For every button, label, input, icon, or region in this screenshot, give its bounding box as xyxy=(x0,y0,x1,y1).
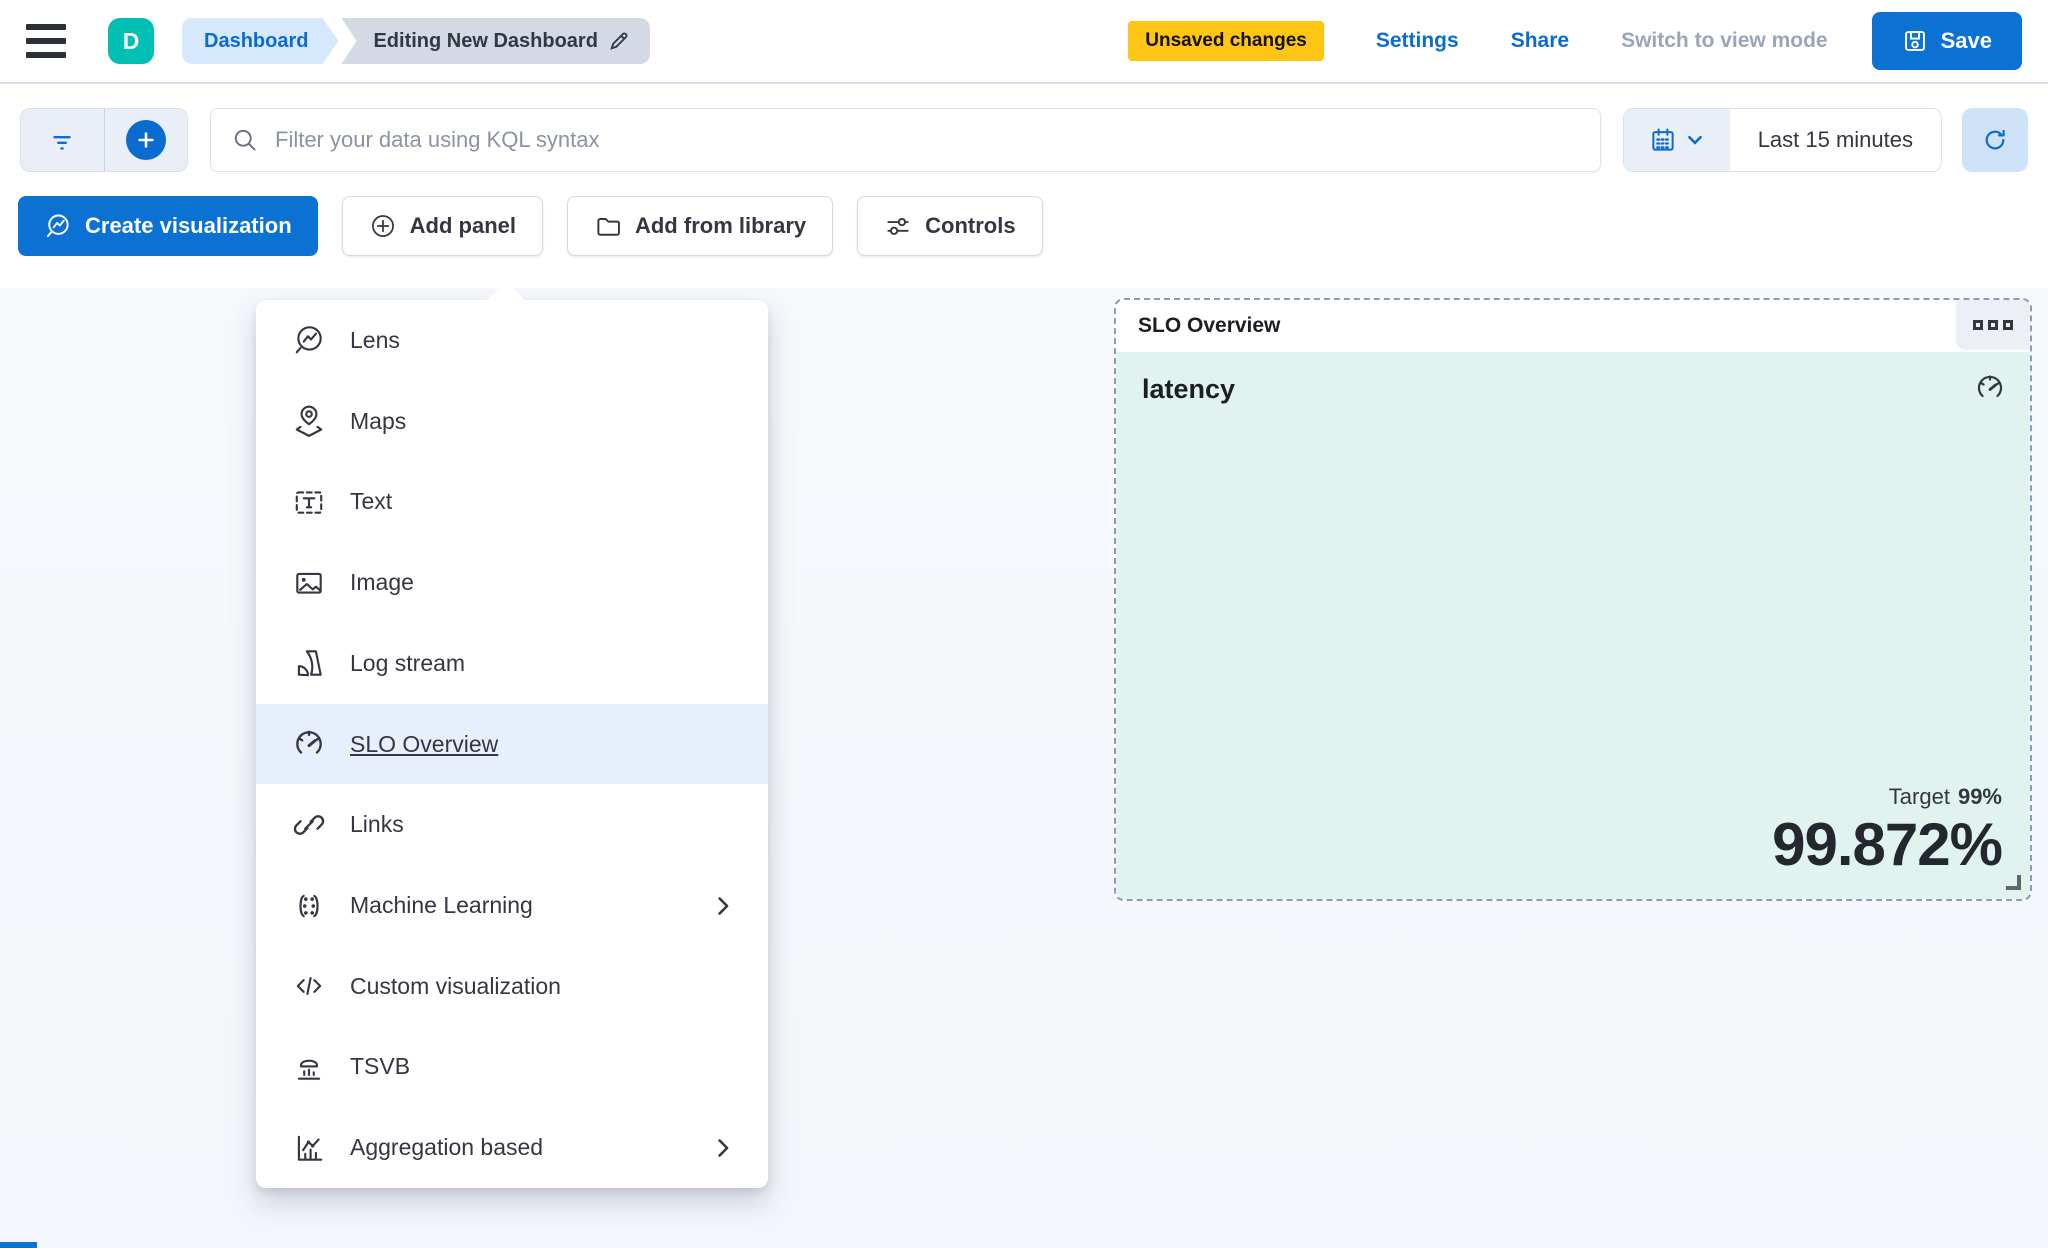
switch-to-view-mode-button[interactable]: Switch to view mode xyxy=(1621,29,1828,52)
menu-item-slo-overview[interactable]: SLO Overview xyxy=(256,703,768,785)
log-stream-icon xyxy=(292,646,326,680)
submenu-chevron-right-icon xyxy=(712,1137,734,1159)
folder-icon xyxy=(597,218,620,236)
menu-item-log-stream[interactable]: Log stream xyxy=(256,623,768,704)
create-visualization-button[interactable]: Create visualization xyxy=(18,196,318,256)
menu-item-lens[interactable]: Lens xyxy=(256,300,768,381)
settings-button[interactable]: Settings xyxy=(1375,29,1459,52)
menu-item-tsvb[interactable]: TSVB xyxy=(256,1027,768,1108)
search-icon xyxy=(234,129,256,151)
add-filter-button[interactable] xyxy=(103,109,188,171)
menu-hamburger-button[interactable] xyxy=(26,19,72,63)
aggregation-icon xyxy=(292,1131,326,1165)
controls-sliders-icon xyxy=(887,217,909,235)
menu-item-machine-learning[interactable]: Machine Learning xyxy=(256,865,768,946)
top-navigation-bar: D Dashboard Editing New Dashboard Unsave… xyxy=(0,0,2048,84)
menu-item-aggregation-based[interactable]: Aggregation based xyxy=(256,1107,768,1188)
save-button[interactable]: Save xyxy=(1871,12,2022,70)
save-icon xyxy=(1904,31,1925,51)
breadcrumb-dashboard[interactable]: Dashboard xyxy=(182,18,338,64)
slo-overview-panel[interactable]: SLO Overview latency xyxy=(1114,298,2032,901)
menu-item-maps[interactable]: Maps xyxy=(256,381,768,462)
unified-search-bar: Last 15 minutes xyxy=(0,84,2048,196)
kql-search-input[interactable] xyxy=(275,127,1580,153)
panel-options-button[interactable] xyxy=(1956,300,2030,350)
tsvb-icon xyxy=(292,1050,326,1084)
time-range-display[interactable]: Last 15 minutes xyxy=(1729,109,1941,171)
panel-header: SLO Overview xyxy=(1116,300,2030,352)
breadcrumb-editing-new-dashboard[interactable]: Editing New Dashboard xyxy=(341,18,650,64)
add-panel-menu: Lens Maps xyxy=(256,281,768,1188)
machine-learning-icon xyxy=(292,889,326,923)
gauge-icon xyxy=(292,727,326,761)
panel-title: SLO Overview xyxy=(1138,314,1281,337)
lens-icon xyxy=(292,323,326,357)
lens-icon xyxy=(46,214,69,238)
kql-query-bar[interactable] xyxy=(210,108,1601,172)
add-panel-button[interactable]: Add panel xyxy=(341,196,543,256)
calendar-icon xyxy=(1652,128,1674,151)
gauge-icon xyxy=(1974,372,2006,404)
space-avatar[interactable]: D xyxy=(108,18,154,64)
add-from-library-button[interactable]: Add from library xyxy=(566,196,834,256)
refresh-button[interactable] xyxy=(1962,108,2028,172)
filter-icon xyxy=(53,135,71,150)
date-quick-select-button[interactable] xyxy=(1623,109,1730,171)
slo-value: 99.872% xyxy=(1772,811,2003,878)
menu-item-links[interactable]: Links xyxy=(256,784,768,865)
plus-circle-icon xyxy=(125,120,166,160)
filter-button-group xyxy=(20,108,188,172)
date-picker: Last 15 minutes xyxy=(1622,108,1942,172)
menu-item-text[interactable]: Text xyxy=(256,461,768,542)
menu-item-image[interactable]: Image xyxy=(256,542,768,623)
image-icon xyxy=(292,566,326,600)
unsaved-changes-badge: Unsaved changes xyxy=(1128,21,1324,61)
link-icon xyxy=(292,808,326,842)
text-icon xyxy=(292,485,326,519)
ellipsis-squares-icon xyxy=(1973,320,1983,330)
share-button[interactable]: Share xyxy=(1510,29,1570,52)
panel-resize-handle[interactable] xyxy=(2006,875,2021,890)
pencil-icon xyxy=(610,32,628,50)
submenu-chevron-right-icon xyxy=(712,895,734,917)
chevron-down-icon xyxy=(1688,135,1703,145)
breadcrumb: Dashboard Editing New Dashboard xyxy=(182,18,650,64)
breadcrumb-label: Editing New Dashboard xyxy=(373,29,598,52)
dashboard-toolbar: Create visualization Add panel Add from … xyxy=(0,196,2048,288)
filter-menu-button[interactable] xyxy=(21,109,104,171)
bottom-left-blue-fragment xyxy=(0,1242,37,1248)
plus-in-circle-icon xyxy=(371,215,394,237)
dashboard-canvas: Lens Maps xyxy=(0,281,2048,1248)
menu-item-custom-visualization[interactable]: Custom visualization xyxy=(256,946,768,1027)
slo-name: latency xyxy=(1142,374,1236,404)
refresh-icon xyxy=(1985,129,2005,150)
controls-button[interactable]: Controls xyxy=(857,196,1043,256)
code-icon xyxy=(292,969,326,1003)
maps-icon xyxy=(292,404,326,438)
